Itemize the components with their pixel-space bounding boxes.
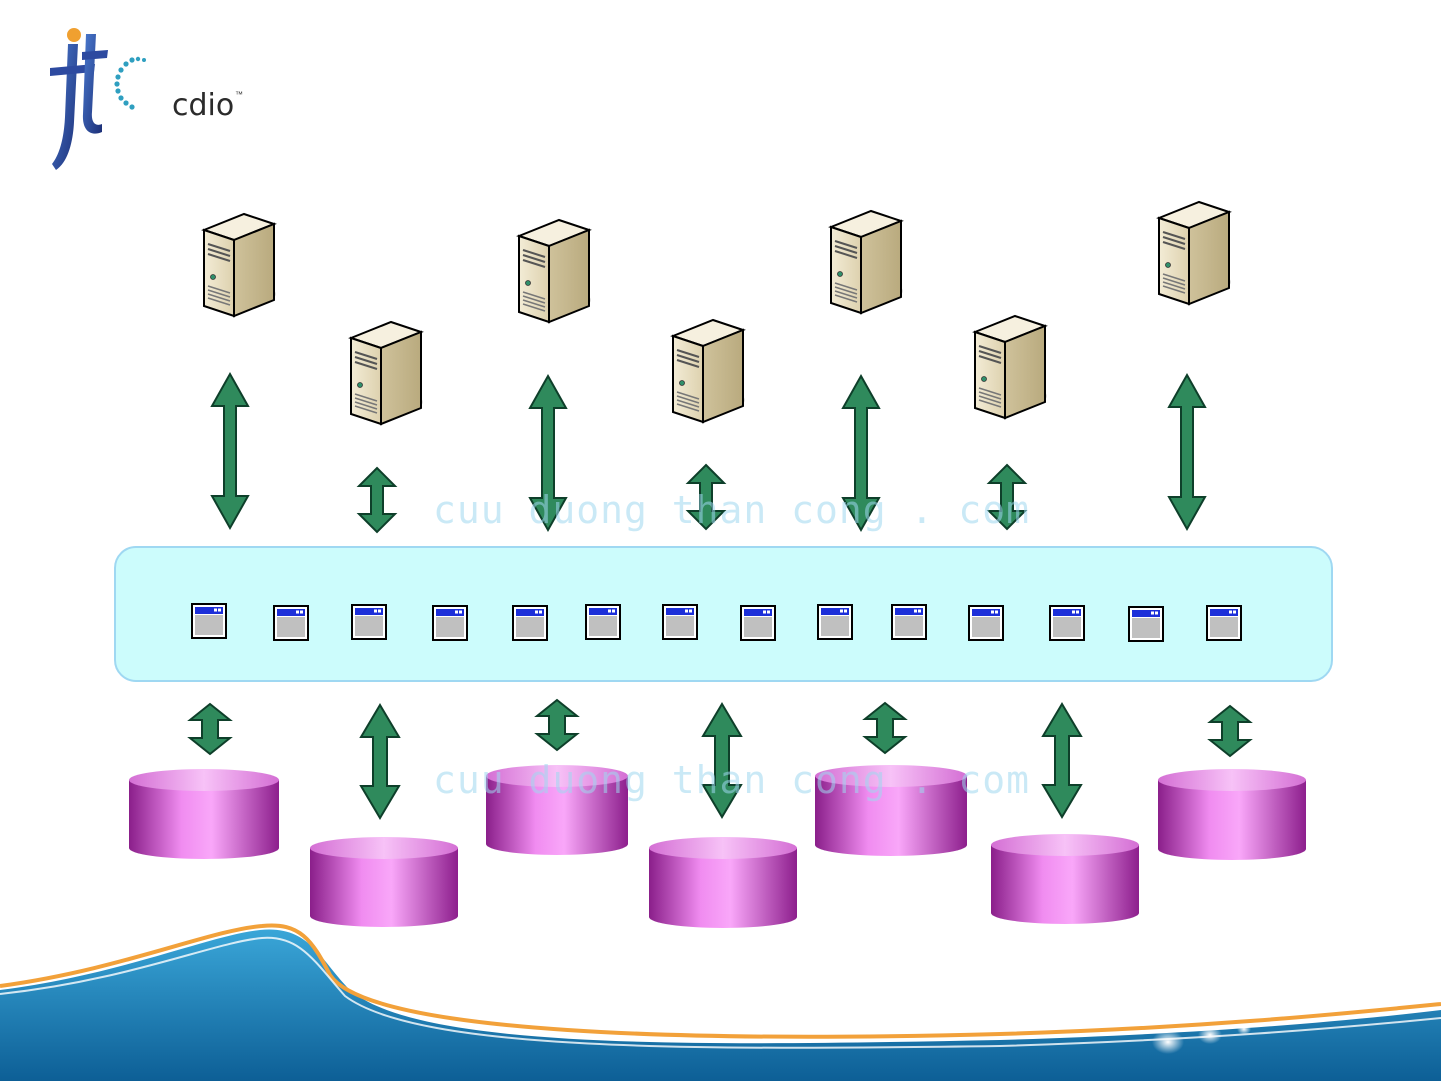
bidirectional-arrow: [359, 468, 395, 532]
database-cylinder: [991, 834, 1139, 924]
server-icon: [519, 220, 591, 322]
bidirectional-arrow: [361, 705, 399, 818]
bidirectional-arrow: [1210, 706, 1250, 756]
server-icon: [204, 214, 276, 316]
bidirectional-arrow: [537, 700, 577, 750]
application-window-icon: [663, 605, 697, 639]
application-window-icon: [1129, 607, 1163, 641]
database-cylinder: [310, 837, 458, 927]
application-window-icon: [513, 606, 547, 640]
application-window-icon: [586, 605, 620, 639]
decorative-wave-footer: [0, 925, 1441, 1081]
application-window-icon: [1050, 606, 1084, 640]
database-cylinder: [129, 769, 279, 859]
application-window-icon: [192, 604, 226, 638]
application-window-icon: [741, 606, 775, 640]
server-icon: [351, 322, 423, 424]
application-window-icon: [274, 606, 308, 640]
bidirectional-arrow: [1169, 375, 1205, 529]
watermark-text: cuu duong than cong . com: [433, 758, 1030, 802]
database-cylinder: [1158, 769, 1306, 860]
bidirectional-arrow: [212, 374, 248, 528]
server-icon: [673, 320, 745, 422]
server-icon: [1159, 202, 1231, 304]
server-icon: [975, 316, 1047, 418]
application-window-icon: [433, 606, 467, 640]
bidirectional-arrow: [190, 704, 230, 754]
application-window-icon: [1207, 606, 1241, 640]
bidirectional-arrow: [865, 703, 905, 753]
watermark-text: cuu duong than cong . com: [433, 488, 1030, 532]
bidirectional-arrow: [1043, 704, 1081, 817]
application-window-icon: [818, 605, 852, 639]
application-window-icon: [352, 605, 386, 639]
application-window-icon: [892, 605, 926, 639]
application-window-icon: [969, 606, 1003, 640]
server-icon: [831, 211, 903, 313]
database-cylinder: [649, 837, 797, 928]
